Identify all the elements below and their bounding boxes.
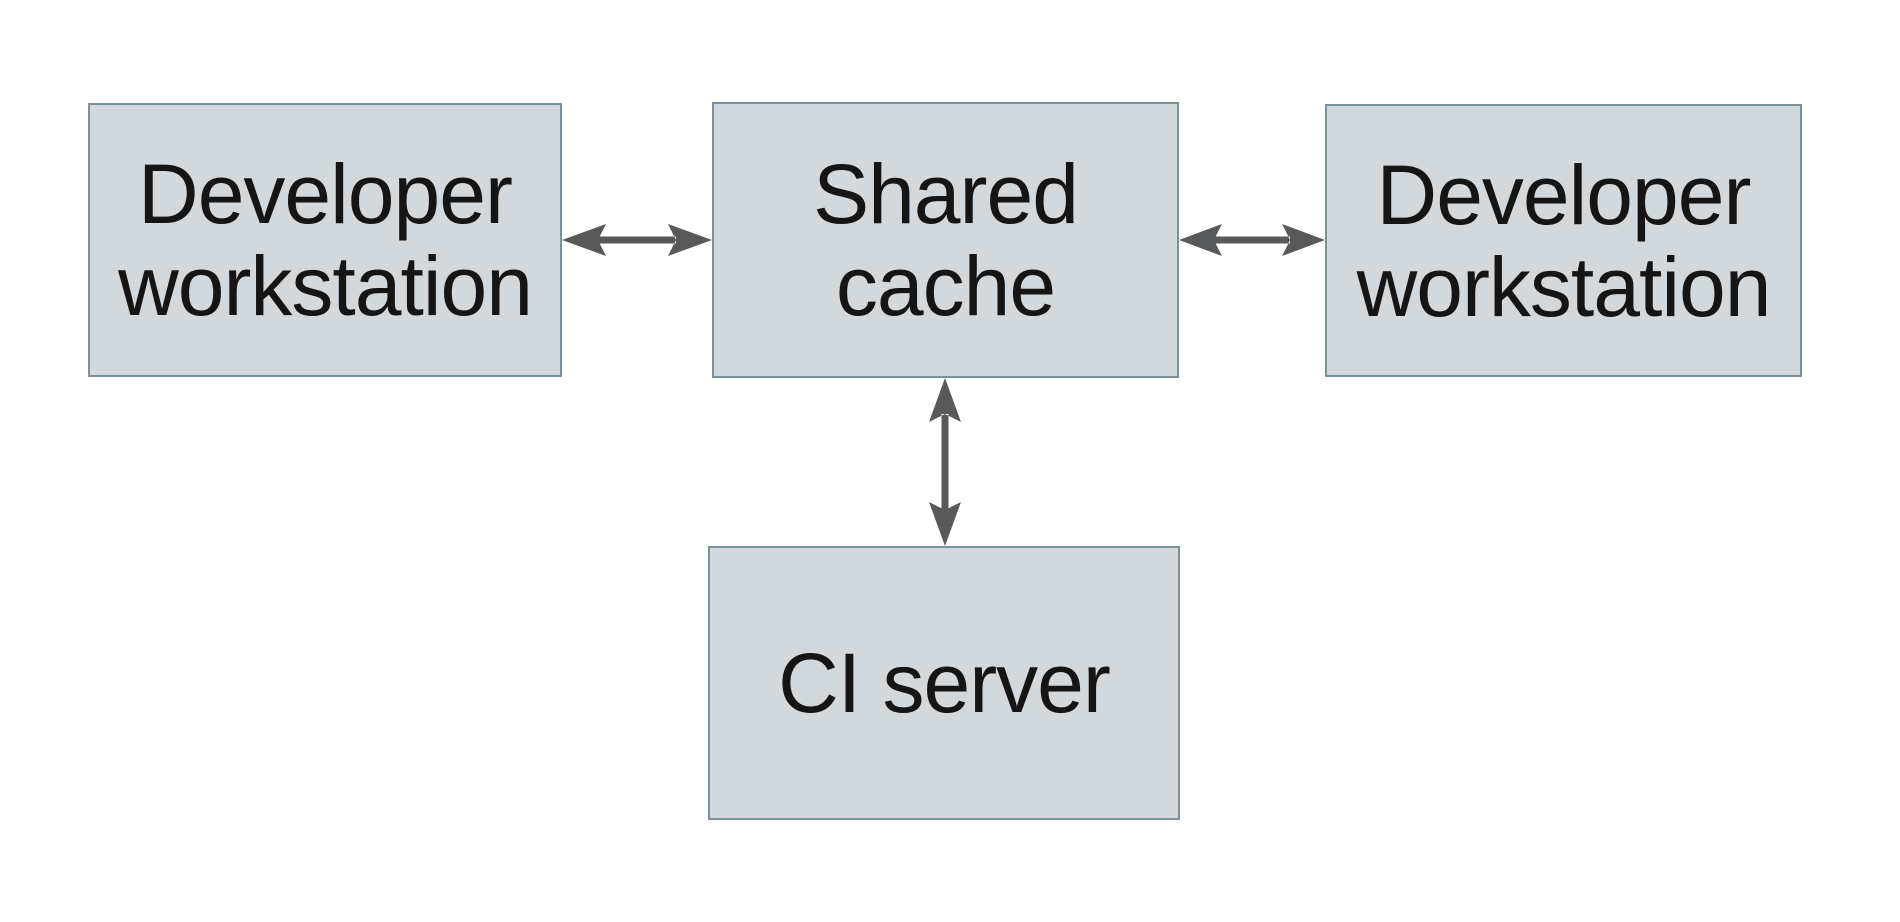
node-label-ci-server: CI server xyxy=(778,636,1111,730)
double-arrow-icon xyxy=(929,378,961,546)
double-arrow-icon xyxy=(562,224,712,256)
node-shared-cache: Shared cache xyxy=(712,102,1179,378)
node-label-developer-workstation-right: Developer workstation xyxy=(1356,147,1772,334)
double-arrow-icon xyxy=(1179,224,1325,256)
node-developer-workstation-right: Developer workstation xyxy=(1325,104,1802,377)
node-developer-workstation-left: Developer workstation xyxy=(88,103,562,377)
node-label-developer-workstation-left: Developer workstation xyxy=(118,147,533,333)
bidirectional-arrow-cache-to-ci-server xyxy=(929,378,961,546)
node-ci-server: CI server xyxy=(708,546,1180,820)
bidirectional-arrow-cache-to-right-workstation xyxy=(1179,224,1325,256)
node-label-shared-cache: Shared cache xyxy=(813,147,1079,333)
bidirectional-arrow-left-workstation-to-cache xyxy=(562,224,712,256)
